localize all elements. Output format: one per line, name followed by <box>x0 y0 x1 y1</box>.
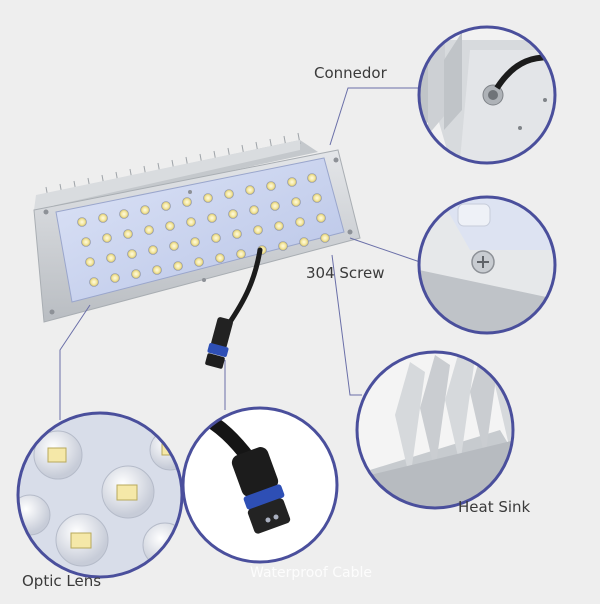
detail-optic-lens <box>16 411 184 579</box>
detail-heat-sink <box>355 350 515 510</box>
detail-cable <box>181 406 339 564</box>
detail-heat-sink-ring <box>355 350 515 510</box>
connector-label: Connedor <box>314 64 387 82</box>
heat-sink-label: Heat Sink <box>458 498 531 516</box>
detail-cable-ring <box>181 406 339 564</box>
led-array <box>77 173 330 287</box>
leader-lines <box>59 87 421 420</box>
detail-screw-ring <box>417 195 557 335</box>
module-lens-panel <box>55 157 345 303</box>
waterproof-cable-label: Waterproof Cable <box>250 565 372 581</box>
module-screws <box>43 157 353 315</box>
screw-label: 304 Screw <box>306 264 385 282</box>
detail-screw <box>417 195 557 335</box>
optic-lens-label: Optic Lens <box>22 572 102 590</box>
module-cable <box>205 247 263 369</box>
detail-optic-lens-ring <box>16 411 184 579</box>
detail-connector-ring <box>417 25 557 165</box>
led-module <box>33 132 361 323</box>
module-heat-sink-fins <box>34 132 318 210</box>
detail-connector <box>417 25 557 165</box>
